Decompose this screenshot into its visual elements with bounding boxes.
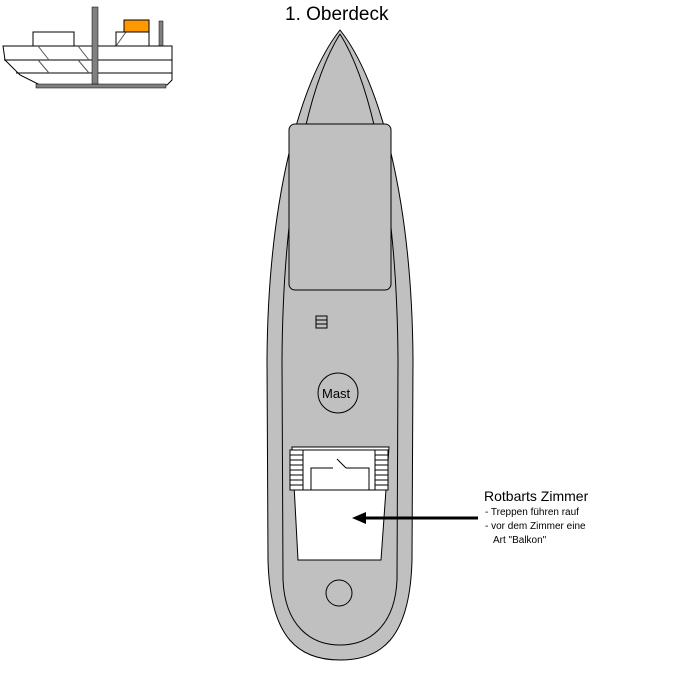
page-title: 1. Oberdeck bbox=[285, 4, 389, 25]
mast-circle bbox=[317, 372, 359, 414]
ship-side-view-icon bbox=[2, 6, 173, 89]
mast-label: Mast bbox=[322, 386, 351, 401]
door bbox=[336, 458, 347, 469]
cabin bbox=[288, 123, 392, 291]
rotbarts-room bbox=[291, 446, 390, 561]
room-note: - vor dem Zimmer eine bbox=[485, 521, 586, 532]
arrow bbox=[352, 512, 478, 524]
stairs-right bbox=[374, 449, 389, 491]
stern-circle bbox=[325, 579, 353, 607]
room-label: Rotbarts Zimmer bbox=[484, 488, 589, 504]
room-note: Art "Balkon" bbox=[493, 535, 547, 546]
stairs-left bbox=[289, 449, 304, 491]
hatch-icon bbox=[315, 315, 328, 329]
room-note: - Treppen führen rauf bbox=[485, 507, 579, 518]
